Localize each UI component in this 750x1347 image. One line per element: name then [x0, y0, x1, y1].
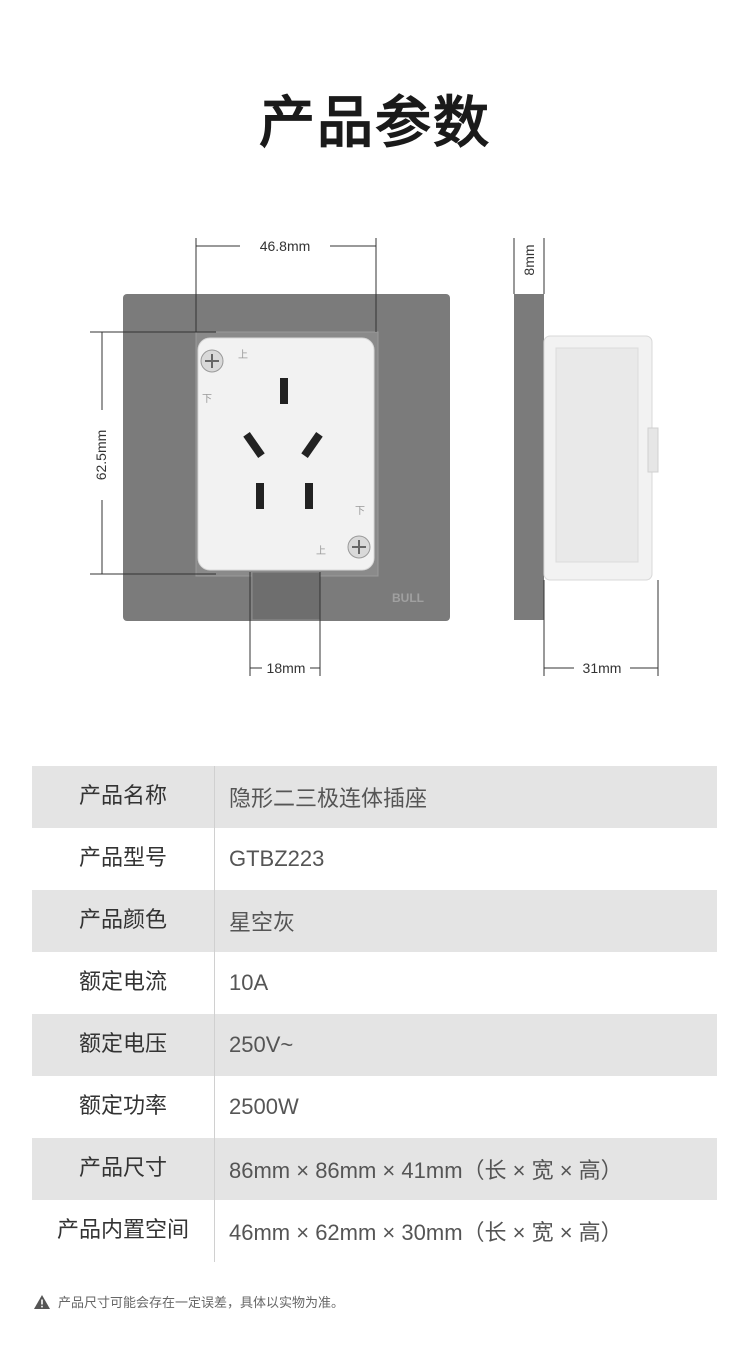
spec-value: 2500W	[229, 1094, 299, 1119]
side-dimension-label: 31mm	[583, 660, 622, 676]
table-row: 产品名称 隐形二三极连体插座	[32, 766, 717, 828]
spec-value: 46mm × 62mm × 30mm（长 × 宽 × 高）	[229, 1220, 623, 1245]
spec-value: 10A	[229, 970, 269, 995]
table-row: 额定电流 10A	[32, 952, 717, 1014]
warning-icon	[34, 1294, 50, 1309]
spec-value: 隐形二三极连体插座	[229, 786, 428, 811]
spec-label: 产品颜色	[32, 890, 215, 952]
width-dimension-label: 46.8mm	[260, 238, 311, 254]
table-row: 额定功率 2500W	[32, 1076, 717, 1138]
brand-logo: BULL	[392, 591, 424, 605]
table-row: 产品型号 GTBZ223	[32, 828, 717, 890]
live-pin-hole	[243, 432, 265, 458]
spec-label: 产品型号	[32, 828, 215, 890]
bottom-dimension-label: 18mm	[267, 660, 306, 676]
table-row: 产品尺寸 86mm × 86mm × 41mm（长 × 宽 × 高）	[32, 1138, 717, 1200]
slot	[251, 571, 321, 621]
table-row: 产品内置空间 46mm × 62mm × 30mm（长 × 宽 × 高）	[32, 1200, 717, 1262]
height-dimension-label: 62.5mm	[93, 430, 109, 481]
spec-value: 星空灰	[229, 910, 296, 935]
side-body-inner	[555, 347, 639, 563]
neutral-pin-hole	[301, 432, 323, 458]
spec-value: 250V~	[229, 1032, 294, 1057]
dimension-diagram: 上 下 下 上 BULL 46.8mm 62.5mm 18mm 8mm 31mm	[90, 238, 659, 676]
table-row: 产品颜色 星空灰	[32, 890, 717, 952]
disclaimer-text: 产品尺寸可能会存在一定误差，具体以实物为准。	[58, 1296, 345, 1311]
side-panel	[514, 294, 544, 620]
table-row: 额定电压 250V~	[32, 1014, 717, 1076]
spec-label: 产品尺寸	[32, 1138, 215, 1200]
socket-module	[197, 337, 375, 571]
earth-pin-hole	[280, 378, 288, 404]
down-mark: 下	[355, 506, 365, 517]
side-clip	[647, 427, 659, 473]
pin-hole	[256, 483, 264, 509]
spec-table: 产品名称 隐形二三极连体插座 产品型号 GTBZ223 产品颜色 星空灰 额定电…	[32, 766, 717, 1262]
spec-label: 额定电流	[32, 952, 215, 1014]
spec-label: 额定功率	[32, 1076, 215, 1138]
spec-value: GTBZ223	[229, 846, 325, 871]
down-mark: 下	[202, 394, 212, 405]
up-mark: 上	[238, 349, 248, 361]
spec-label: 产品名称	[32, 766, 215, 828]
screw-icon	[347, 535, 371, 559]
pin-hole	[305, 483, 313, 509]
up-mark: 上	[316, 545, 326, 557]
screw-icon	[200, 349, 224, 373]
page-title: 产品参数	[259, 91, 491, 156]
depth-dimension-label: 8mm	[521, 244, 537, 275]
disclaimer-note: 产品尺寸可能会存在一定误差，具体以实物为准。	[34, 1292, 344, 1311]
spec-value: 86mm × 86mm × 41mm（长 × 宽 × 高）	[229, 1158, 623, 1183]
spec-label: 产品内置空间	[32, 1200, 215, 1262]
spec-label: 额定电压	[32, 1014, 215, 1076]
